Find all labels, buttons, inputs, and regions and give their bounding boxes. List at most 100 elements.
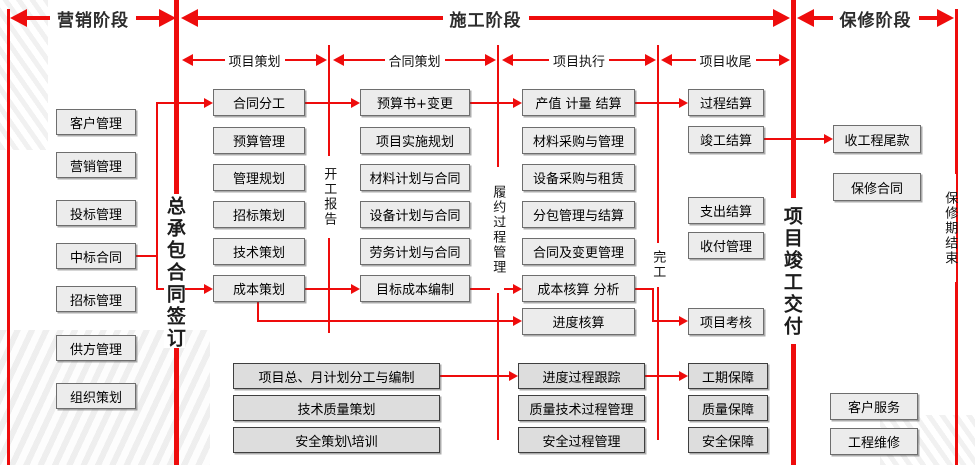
box-project-maintenance: 工程维修 — [830, 428, 918, 455]
phase-divider-signing-bottom — [174, 348, 179, 465]
arrow-right-icon — [159, 9, 176, 27]
phase-arrow-construction: 施工阶段 — [181, 9, 790, 31]
box-tech-quality-planning: 技术质量策划 — [233, 395, 440, 421]
arrowhead-icon — [513, 98, 522, 108]
box-contract-change-mgmt: 合同及变更管理 — [522, 238, 635, 265]
phase-arrow-marketing: 营销阶段 — [10, 9, 176, 31]
box-subcontract-settle: 分包管理与结算 — [522, 201, 635, 228]
box-mgmt-planning: 管理规划 — [213, 164, 305, 191]
box-warranty-contract: 保修合同 — [833, 173, 921, 201]
subphase-arrow-execution: 项目执行 — [502, 54, 657, 70]
milestone-completion: 完工 — [650, 243, 665, 287]
arrow-right-icon — [773, 9, 790, 27]
arrowhead-icon — [351, 284, 360, 294]
box-budget-mgmt: 预算管理 — [213, 127, 305, 154]
milestone-handover: 项目竣工交付 — [781, 200, 803, 344]
connector-line — [635, 288, 654, 290]
connector-line — [652, 288, 654, 322]
box-safety-process-mgmt: 安全过程管理 — [518, 427, 645, 453]
arrowhead-icon — [513, 284, 522, 294]
milestone-performance-mgmt: 履约过程管理 — [490, 167, 505, 293]
box-supplier-mgmt: 供方管理 — [56, 335, 136, 361]
box-process-settlement: 过程结算 — [688, 89, 764, 116]
connector-line — [257, 320, 513, 322]
connector-line — [645, 375, 679, 377]
box-quality-guarantee: 质量保障 — [688, 395, 768, 421]
arrow-left-icon — [10, 9, 27, 27]
subphase-label-closing: 项目收尾 — [699, 54, 752, 70]
connector-line — [136, 255, 157, 257]
box-safety-guarantee: 安全保障 — [688, 427, 768, 453]
box-equipment-plan-contract: 设备计划与合同 — [360, 201, 470, 228]
connector-line — [440, 375, 509, 377]
arrowhead-icon — [824, 134, 833, 144]
box-quality-process-mgmt: 质量技术过程管理 — [518, 395, 645, 421]
box-payment-mgmt: 收付管理 — [688, 232, 764, 259]
phase-divider-handover-top — [791, 0, 796, 198]
box-equipment-lease: 设备采购与租赁 — [522, 164, 635, 191]
box-cost-accounting: 成本核算 分析 — [522, 275, 635, 302]
arrow-left-icon — [502, 54, 513, 66]
milestone-contract-signing: 总承包合同签订 — [163, 196, 186, 350]
box-expense-settlement: 支出结算 — [688, 197, 764, 224]
box-material-plan-contract: 材料计划与合同 — [360, 164, 470, 191]
arrow-left-icon — [661, 54, 672, 66]
box-material-procurement: 材料采购与管理 — [522, 127, 635, 154]
phase-divider-handover-bottom — [791, 344, 796, 465]
arrowhead-icon — [204, 284, 213, 294]
arrow-right-icon — [779, 54, 791, 66]
divider-completion — [657, 45, 659, 440]
arrow-right-icon — [485, 54, 497, 66]
phase-divider-right — [955, 9, 958, 465]
subphase-label-execution: 项目执行 — [553, 54, 606, 70]
connector-line — [764, 138, 824, 140]
arrowhead-icon — [679, 316, 688, 326]
box-customer-service: 客户服务 — [830, 393, 918, 420]
box-final-payment: 收工程尾款 — [833, 125, 921, 153]
arrowhead-icon — [509, 371, 518, 381]
phase-label-construction: 施工阶段 — [449, 10, 522, 31]
box-progress-accounting: 进度核算 — [522, 308, 635, 335]
connector-line — [470, 102, 513, 104]
box-marketing-mgmt: 营销管理 — [56, 152, 136, 178]
box-completion-settlement: 竣工结算 — [688, 126, 764, 153]
arrow-left-icon — [333, 54, 344, 66]
arrow-left-icon — [182, 54, 193, 66]
box-contract-division: 合同分工 — [213, 89, 305, 116]
box-safety-training: 安全策划\培训 — [233, 427, 440, 453]
phase-label-warranty: 保修阶段 — [839, 10, 912, 31]
box-impl-plan: 项目实施规划 — [360, 127, 470, 154]
box-schedule-guarantee: 工期保障 — [688, 363, 768, 389]
connector-line — [257, 302, 259, 322]
box-cost-planning: 成本策划 — [213, 275, 305, 302]
arrow-right-icon — [645, 54, 657, 66]
phase-label-marketing: 营销阶段 — [57, 10, 129, 31]
box-target-cost: 目标成本编制 — [360, 275, 470, 302]
phase-divider-left — [7, 9, 10, 465]
arrow-left-icon — [181, 9, 198, 27]
box-tech-planning: 技术策划 — [213, 238, 305, 265]
box-org-planning: 组织策划 — [56, 383, 136, 409]
arrowhead-icon — [679, 371, 688, 381]
subphase-arrow-closing: 项目收尾 — [661, 54, 791, 70]
box-labor-plan-contract: 劳务计划与合同 — [360, 238, 470, 265]
subphase-label-contract: 合同策划 — [388, 54, 441, 70]
box-tender-planning: 招标策划 — [213, 201, 305, 228]
box-tender-mgmt: 招标管理 — [56, 286, 136, 312]
connector-line — [305, 288, 351, 290]
box-customer-mgmt: 客户管理 — [56, 109, 136, 135]
arrow-left-icon — [797, 9, 814, 27]
box-winning-contract: 中标合同 — [56, 243, 136, 269]
connector-line — [635, 102, 679, 104]
connector-line — [652, 320, 679, 322]
arrowhead-icon — [679, 98, 688, 108]
box-bidding-mgmt: 投标管理 — [56, 200, 136, 226]
connector-line — [156, 102, 158, 290]
box-output-measure-settle: 产值 计量 结算 — [522, 89, 635, 116]
arrowhead-icon — [204, 98, 213, 108]
subphase-arrow-planning: 项目策划 — [182, 54, 328, 70]
box-plan-compilation: 项目总、月计划分工与编制 — [233, 363, 440, 389]
arrow-right-icon — [316, 54, 328, 66]
phase-divider-signing-top — [174, 0, 179, 194]
